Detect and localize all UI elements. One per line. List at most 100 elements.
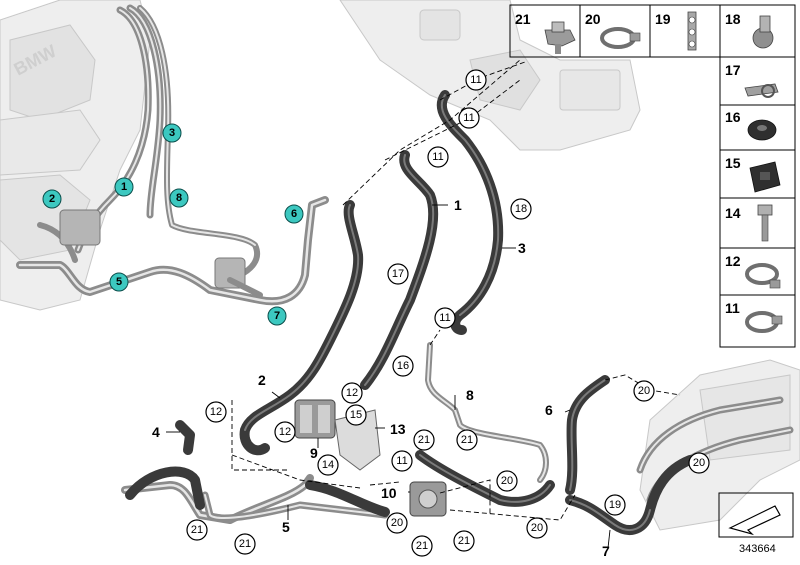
callout-15: 15 — [345, 404, 367, 426]
hose-2 — [239, 200, 364, 456]
panel-item-14: 14 — [725, 204, 773, 242]
svg-text:11: 11 — [725, 300, 740, 316]
svg-text:7: 7 — [274, 310, 280, 322]
callout-20-a: 20 — [633, 380, 655, 402]
callout-21-c: 21 — [186, 519, 208, 541]
svg-text:20: 20 — [391, 517, 403, 529]
teal-marker-6: 6 — [284, 204, 304, 224]
panel-item-19: 19 — [655, 11, 697, 51]
diagram-id: 343664 — [739, 543, 776, 555]
label-4: 4 — [152, 424, 160, 440]
hose-center-lower — [415, 450, 555, 507]
svg-text:18: 18 — [515, 203, 527, 215]
heater-box-ghost-illustration — [339, 0, 641, 151]
label-9: 9 — [310, 445, 318, 461]
svg-text:17: 17 — [392, 268, 404, 280]
callout-17: 17 — [387, 263, 409, 285]
svg-text:14: 14 — [322, 459, 334, 471]
label-13: 13 — [390, 421, 406, 437]
leader-lines — [166, 204, 611, 549]
svg-text:11: 11 — [470, 74, 481, 86]
bracket-13 — [334, 409, 381, 471]
svg-text:11: 11 — [439, 312, 450, 324]
callout-11-a: 11 — [465, 69, 487, 91]
svg-text:14: 14 — [725, 205, 741, 221]
callout-18: 18 — [510, 198, 532, 220]
panel-item-11: 11 — [725, 300, 783, 333]
svg-text:20: 20 — [638, 385, 650, 397]
callout-12-c: 12 — [341, 382, 363, 404]
pipe-8 — [425, 342, 549, 483]
dashed-leaders — [231, 59, 681, 521]
svg-text:16: 16 — [397, 360, 409, 372]
part-labels: 1 2 3 4 5 6 7 8 9 10 13 — [152, 197, 610, 559]
callout-14: 14 — [317, 454, 339, 476]
svg-text:12: 12 — [346, 387, 358, 399]
svg-text:20: 20 — [585, 11, 601, 27]
svg-text:11: 11 — [396, 455, 407, 467]
valve-9 — [294, 399, 336, 439]
callout-21-b: 21 — [456, 429, 478, 451]
panel-item-16: 16 — [725, 109, 777, 141]
callout-11-e: 11 — [391, 450, 413, 472]
parts-panel: 21 20 19 18 17 16 — [509, 4, 796, 348]
label-1: 1 — [454, 197, 462, 213]
label-8: 8 — [466, 387, 474, 403]
teal-marker-1: 1 — [114, 177, 134, 197]
svg-text:12: 12 — [279, 426, 291, 438]
hose-5-lower — [125, 466, 390, 517]
svg-text:21: 21 — [416, 540, 428, 552]
arrow-icon — [718, 492, 794, 538]
hose-7 — [565, 455, 695, 535]
svg-text:2: 2 — [49, 193, 55, 205]
svg-text:15: 15 — [725, 155, 741, 171]
teal-marker-5: 5 — [109, 272, 129, 292]
svg-text:21: 21 — [239, 538, 251, 550]
svg-text:16: 16 — [725, 109, 741, 125]
hose-3 — [436, 90, 504, 335]
svg-text:11: 11 — [463, 112, 474, 124]
label-7: 7 — [602, 543, 610, 559]
callout-19: 19 — [604, 494, 626, 516]
teal-marker-2: 2 — [42, 189, 62, 209]
svg-text:12: 12 — [210, 406, 222, 418]
hose-1 — [360, 150, 439, 390]
svg-text:19: 19 — [609, 499, 621, 511]
panel-item-20: 20 — [585, 11, 641, 49]
grey-pipe-system — [16, 4, 329, 306]
hose-4 — [175, 420, 195, 455]
label-3: 3 — [518, 240, 526, 256]
callout-21-d: 21 — [234, 533, 256, 555]
callout-12-b: 12 — [274, 421, 296, 443]
valve-10 — [409, 481, 447, 517]
svg-text:5: 5 — [116, 276, 122, 288]
svg-text:15: 15 — [350, 409, 362, 421]
circled-callouts: 11 11 11 11 11 12 12 12 14 15 16 17 18 1… — [186, 69, 710, 557]
callout-20-c: 20 — [496, 470, 518, 492]
svg-text:21: 21 — [461, 434, 473, 446]
teal-marker-3: 3 — [162, 123, 182, 143]
callout-21-f: 21 — [453, 530, 475, 552]
svg-text:20: 20 — [501, 475, 513, 487]
callout-11-d: 11 — [434, 307, 456, 329]
callout-11-c: 11 — [427, 146, 449, 168]
svg-text:17: 17 — [725, 62, 741, 78]
callout-20-e: 20 — [526, 517, 548, 539]
teal-markers: 1 2 3 5 6 7 8 — [42, 123, 304, 326]
svg-text:21: 21 — [191, 524, 203, 536]
label-6: 6 — [545, 402, 553, 418]
callout-20-d: 20 — [386, 512, 408, 534]
callout-20-b: 20 — [688, 452, 710, 474]
label-2: 2 — [258, 372, 266, 388]
svg-text:8: 8 — [176, 192, 182, 204]
panel-item-18: 18 — [725, 11, 774, 49]
panel-item-17: 17 — [725, 62, 779, 98]
svg-text:3: 3 — [169, 127, 175, 139]
callout-11-b: 11 — [458, 107, 480, 129]
callout-21-a: 21 — [413, 429, 435, 451]
svg-text:12: 12 — [725, 253, 741, 269]
svg-text:19: 19 — [655, 11, 671, 27]
callout-12-a: 12 — [205, 401, 227, 423]
hose-6 — [565, 375, 610, 495]
panel-item-15: 15 — [725, 155, 781, 193]
